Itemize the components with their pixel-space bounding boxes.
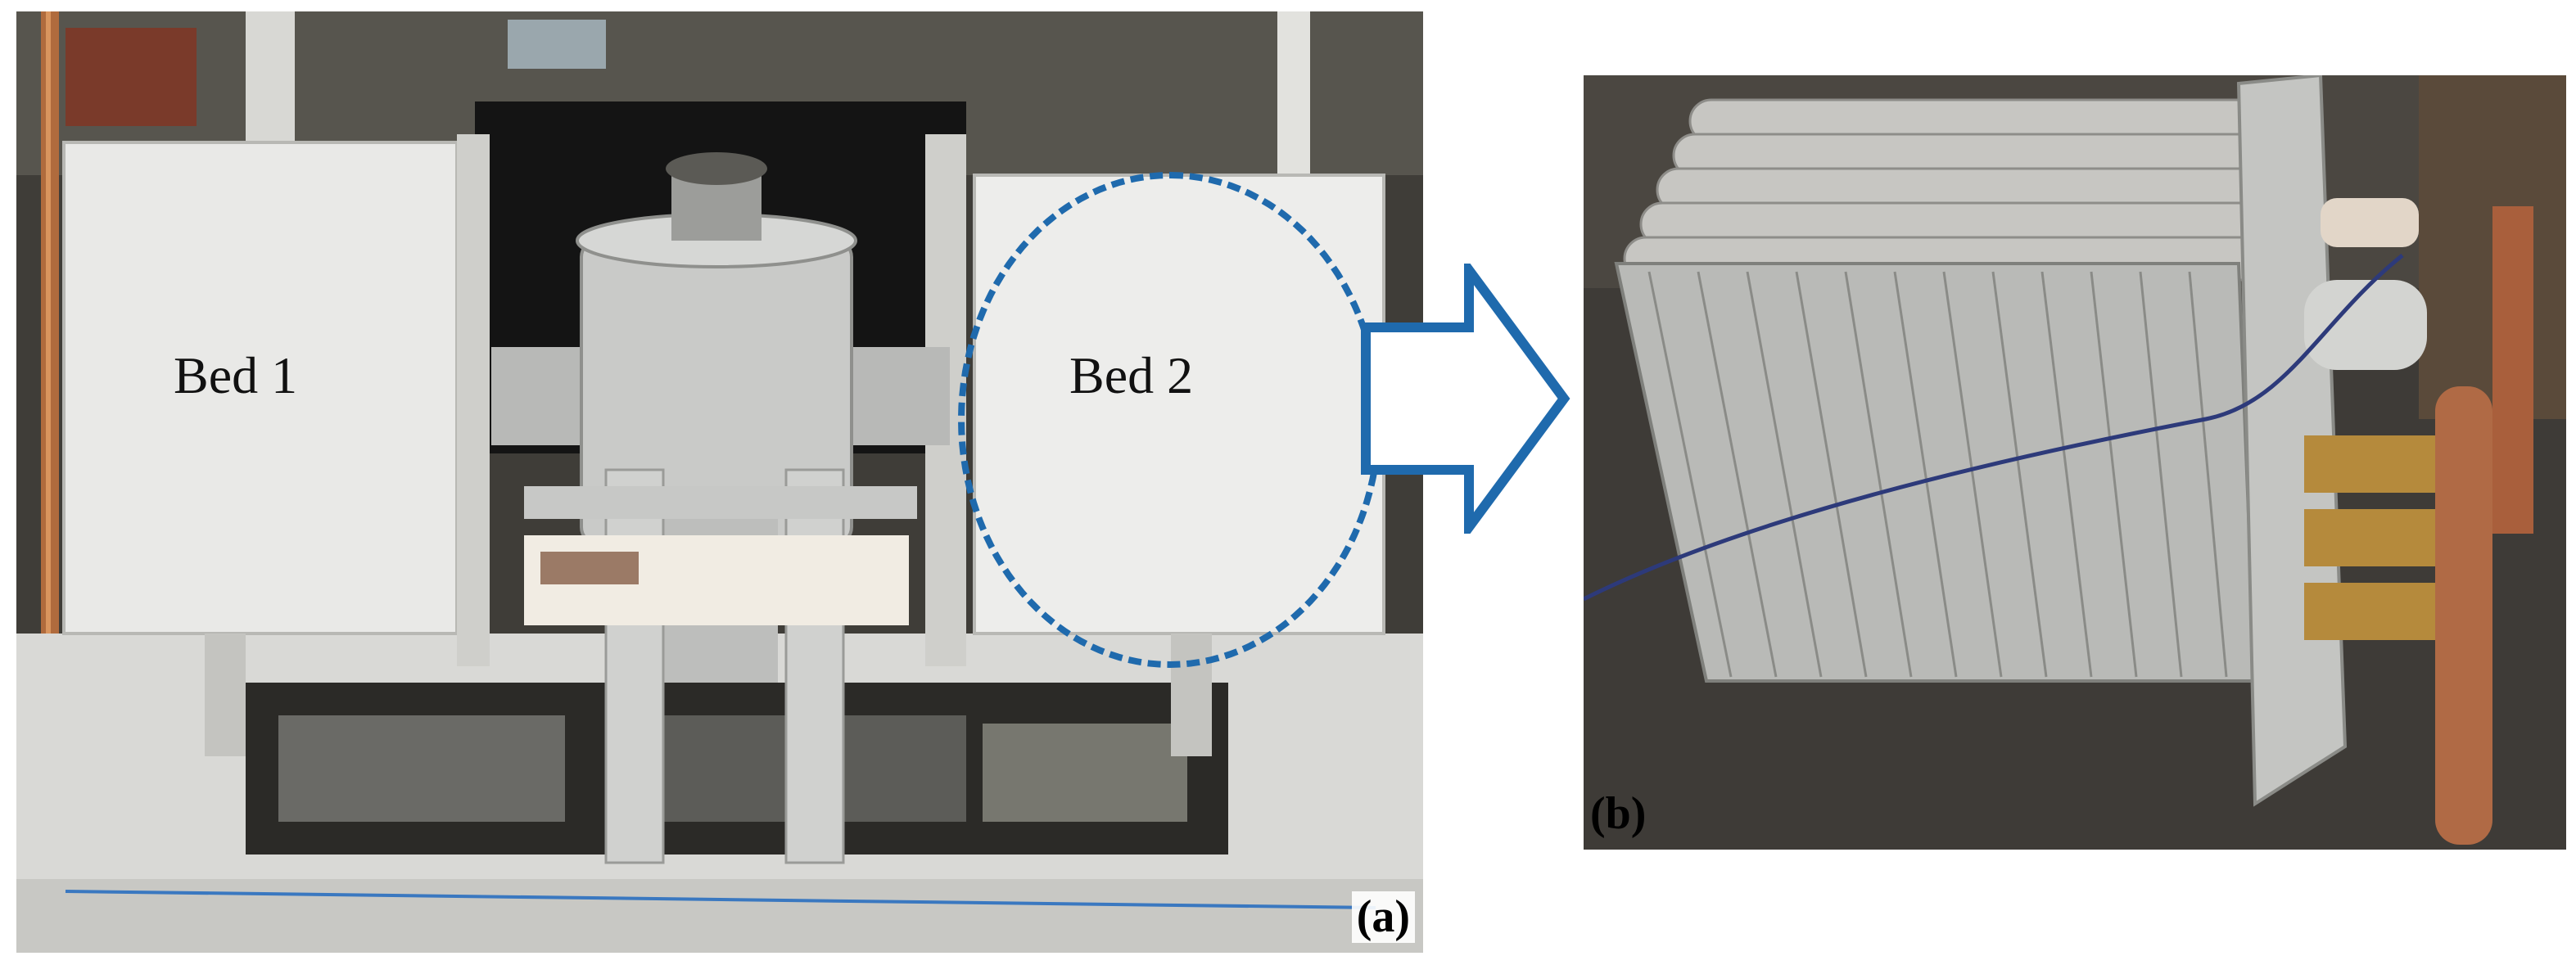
heat-exchanger-photo [1584,75,2566,850]
right-arrow-icon [1361,264,1570,534]
panel-a-tag: (a) [1351,891,1415,943]
photo-panel-a: Bed 1 Bed 2 (a) [16,11,1423,953]
bed-1-label: Bed 1 [174,346,298,404]
bed-2-highlight-circle [958,172,1382,668]
panel-b-tag: (b) [1590,788,1647,840]
photo-panel-b: (b) [1584,75,2566,850]
